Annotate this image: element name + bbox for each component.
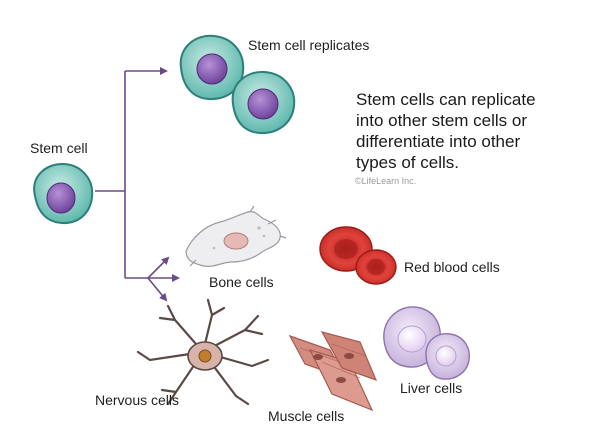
stem-cell-label: Stem cell bbox=[30, 140, 88, 156]
liver-cells-label: Liver cells bbox=[400, 380, 463, 396]
red-blood-cells-label: Red blood cells bbox=[404, 259, 500, 275]
nervous-cells-label: Nervous cells bbox=[95, 392, 180, 408]
arrow-fork-down bbox=[147, 277, 168, 302]
caption-line: into other stem cells or bbox=[356, 111, 528, 130]
replicated-stem-cell-icon bbox=[231, 70, 296, 135]
connector-arrows bbox=[95, 67, 180, 302]
bone-cell-icon bbox=[185, 205, 287, 268]
caption-text: Stem cells can replicate into other stem… bbox=[356, 89, 586, 173]
stem-cell-replicates-label: Stem cell replicates bbox=[248, 37, 370, 53]
bone-cells-label: Bone cells bbox=[209, 274, 274, 290]
caption-line: types of cells. bbox=[356, 153, 459, 172]
red-blood-cells-icon bbox=[319, 226, 397, 285]
arrow-fork-up bbox=[147, 256, 170, 279]
copyright-notice: ©LifeLearn Inc. bbox=[355, 176, 417, 186]
muscle-cells-icon bbox=[288, 331, 378, 412]
nervous-cell-icon bbox=[136, 298, 270, 406]
liver-cells-icon bbox=[383, 306, 471, 380]
caption-line: differentiate into other bbox=[356, 132, 521, 151]
caption-line: Stem cells can replicate bbox=[356, 90, 536, 109]
stem-cell-icon bbox=[33, 162, 94, 225]
replicating-stem-cell-icon bbox=[179, 34, 245, 101]
muscle-cells-label: Muscle cells bbox=[268, 408, 345, 424]
